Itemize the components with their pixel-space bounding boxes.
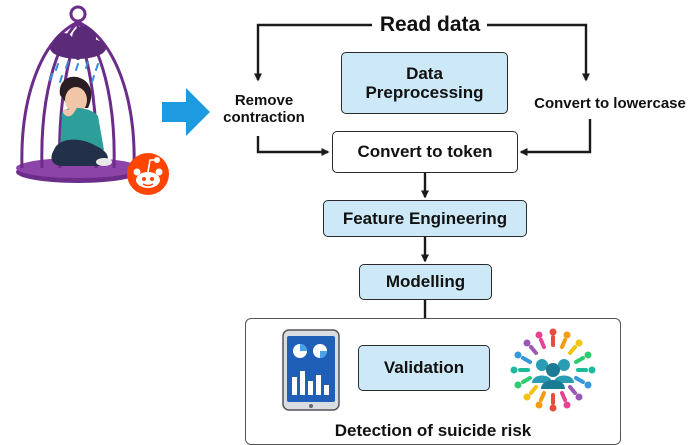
- remove-contraction-label: Remove contraction: [223, 92, 305, 126]
- rain-cloud-icon: [49, 26, 106, 83]
- blue-arrow-icon: [162, 88, 210, 136]
- modelling-box: Modelling: [359, 264, 492, 300]
- arrow-lowercase-to-token: [519, 119, 592, 156]
- detection-of-suicide-risk-label: Detection of suicide risk: [334, 421, 532, 440]
- convert-lowercase-label: Convert to lowercase: [534, 95, 686, 112]
- diverse-people-circle-icon: [510, 328, 596, 412]
- data-preprocessing-box: Data Preprocessing: [341, 52, 508, 114]
- detection-container: [245, 318, 621, 445]
- feature-engineering-box: Feature Engineering: [323, 200, 527, 237]
- arrow-remove-to-token: [256, 136, 330, 156]
- person-in-cage-illustration: [16, 5, 169, 195]
- reddit-icon: [127, 153, 169, 195]
- validation-box: Validation: [358, 345, 490, 391]
- arrow-read-to-lowercase: [487, 23, 590, 82]
- arrow-read-to-remove: [254, 23, 372, 82]
- sad-person: [51, 76, 112, 166]
- convert-to-token-box: Convert to token: [332, 131, 518, 173]
- tablet-chart-icon: [282, 329, 340, 411]
- read-data-label: Read data: [379, 13, 481, 36]
